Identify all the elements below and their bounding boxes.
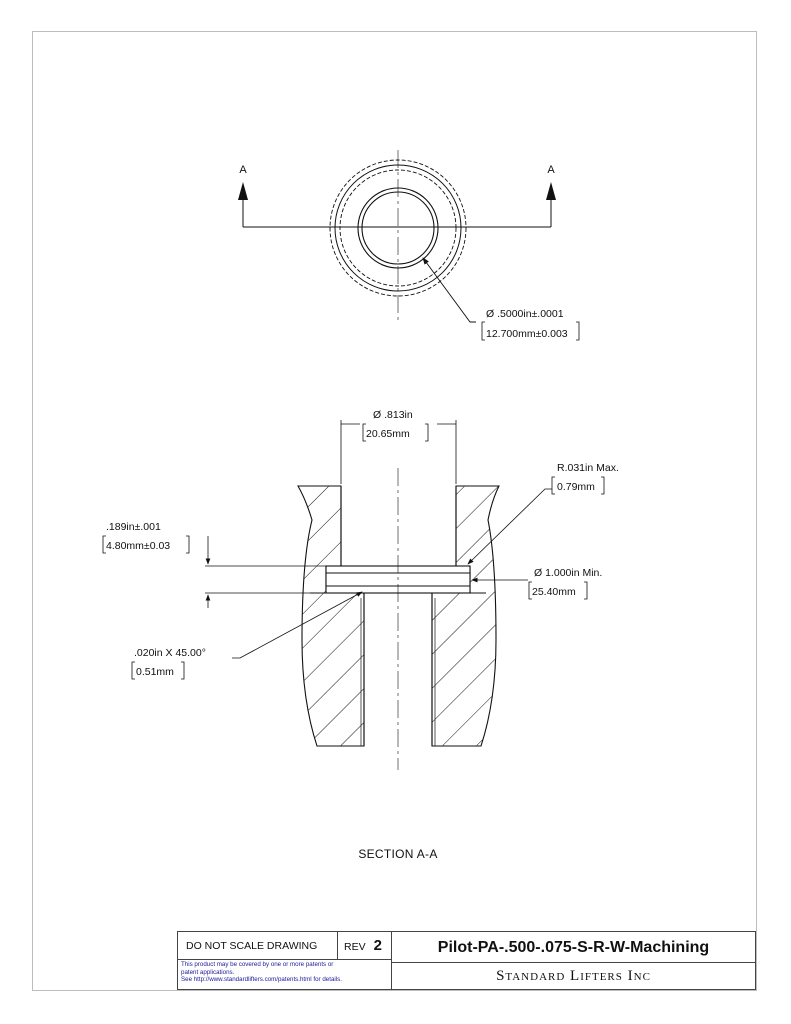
groove-height-mm: 4.80mm±0.03 [106, 540, 170, 552]
revision-value: 2 [373, 937, 382, 954]
section-arrow-left-icon [238, 182, 248, 200]
patent-line-3[interactable]: See http://www.standardlifters.com/paten… [181, 976, 342, 984]
patent-notice: This product may be covered by one or mo… [178, 960, 392, 989]
patent-line-2: patent applications. [181, 968, 235, 976]
groove-dia-in: 1.000in Min. [545, 567, 602, 579]
revision-cell: REV 2 [338, 932, 392, 960]
groove-diameter-symbol: Ø [534, 567, 542, 579]
sheet-border [32, 31, 757, 991]
section-label-right: A [547, 164, 555, 176]
title-block: DO NOT SCALE DRAWING REV 2 This product m… [177, 931, 756, 990]
section-body-left [297, 485, 365, 747]
patent-line-1: This product may be covered by one or mo… [181, 961, 334, 968]
bore-circle [361, 191, 435, 265]
section-view: Ø .813in 20.65mm R.031in Max. 0.79mm .18… [102, 409, 619, 861]
chamfer-circle [357, 187, 439, 269]
groove-hidden-circle [339, 169, 457, 287]
part-number: Pilot-PA-.500-.075-S-R-W-Machining [392, 932, 755, 963]
section-title: SECTION A-A [358, 847, 437, 861]
bore-dim-mm: 12.700mm±0.003 [486, 328, 568, 340]
groove-height-in: .189in±.001 [106, 521, 161, 533]
bore-diameter-symbol: Ø [486, 308, 494, 320]
top-view: A A Ø .5000in±.0001 12.700mm±0.003 [238, 150, 580, 341]
bore-leader [422, 257, 476, 323]
company-name: Standard Lifters Inc [496, 968, 651, 984]
radius-dim-mm: 0.79mm [557, 481, 595, 493]
section-label-left: A [239, 164, 247, 176]
svg-text:Ø .813in: Ø .813in [373, 409, 413, 421]
radius-leader [467, 488, 552, 565]
svg-text:Ø .5000in±.0001: Ø .5000in±.0001 [486, 308, 564, 320]
revision-label: REV [344, 941, 366, 953]
bore-dim-in: .5000in±.0001 [497, 308, 564, 320]
outer-circle [334, 164, 462, 292]
chamfer-dim-in: .020in X 45.00° [134, 647, 206, 659]
top-dia-mm: 20.65mm [366, 428, 410, 440]
outer-hidden-circle [329, 159, 467, 297]
radius-dim-in: R.031in Max. [557, 462, 619, 474]
section-arrow-right-icon [546, 182, 556, 200]
top-dia-in: .813in [384, 409, 413, 421]
chamfer-dim-mm: 0.51mm [136, 666, 174, 678]
top-diameter-symbol: Ø [373, 409, 381, 421]
do-not-scale-note: DO NOT SCALE DRAWING [178, 932, 338, 960]
groove-dia-mm: 25.40mm [532, 586, 576, 598]
chamfer-leader [232, 591, 363, 659]
section-body-right [431, 485, 500, 747]
svg-text:Ø 1.000in Min.: Ø 1.000in Min. [534, 567, 602, 579]
